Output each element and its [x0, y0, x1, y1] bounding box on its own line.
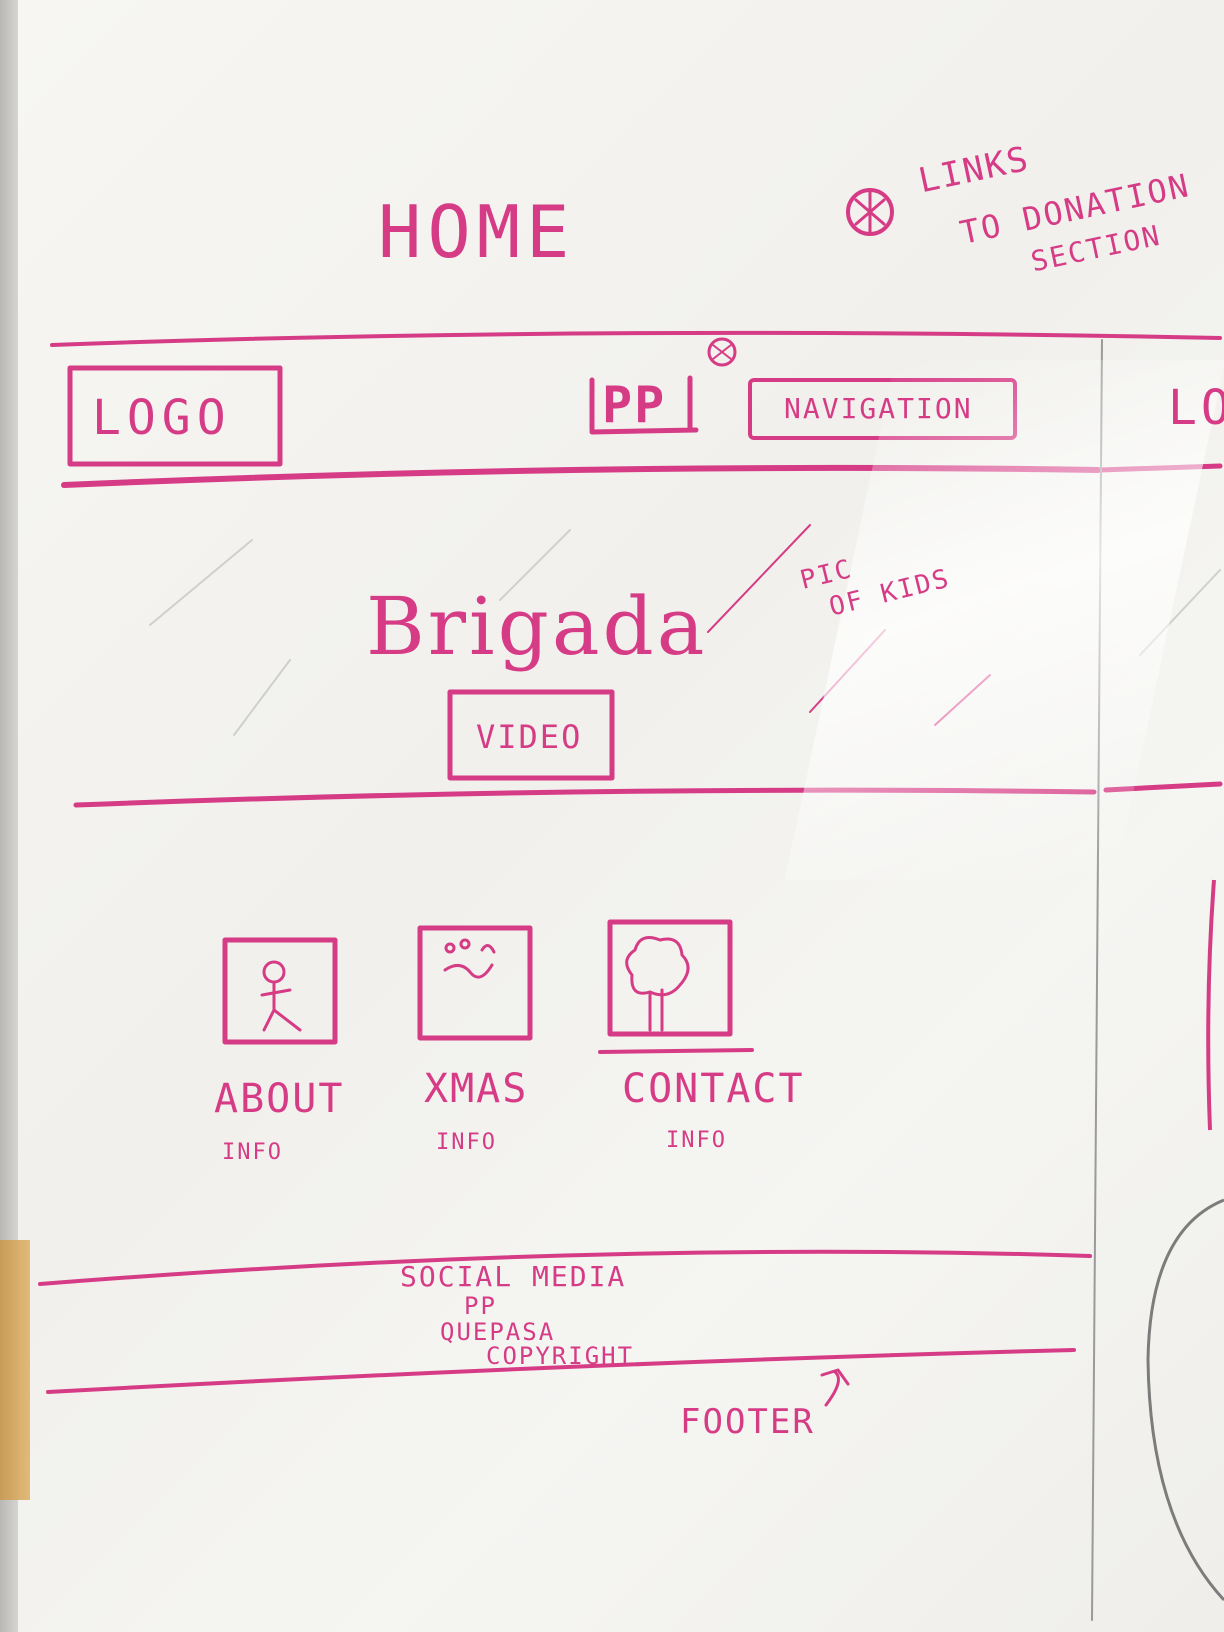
- logo-box: [67, 365, 283, 467]
- cable: [1146, 1198, 1224, 1602]
- xmas-scene-icon: [443, 938, 496, 979]
- logo-placeholder: LOGO: [92, 390, 232, 446]
- wooden-shelf: [0, 1240, 30, 1500]
- contact-info: INFO: [666, 1128, 727, 1153]
- navigation-placeholder[interactable]: NAVIGATION: [784, 392, 973, 425]
- whiteboard-frame: [0, 0, 18, 1632]
- hero-image-hatching: [149, 529, 1221, 736]
- footer-line-social-media: SOCIAL MEDIA: [400, 1260, 627, 1293]
- footer-line-pp: PP: [464, 1292, 497, 1320]
- contact-icon-box: [607, 919, 733, 1037]
- tree-icon: [625, 936, 690, 1032]
- footer-bottom-line: [46, 1348, 1076, 1394]
- hero-title: Brigada: [366, 580, 708, 673]
- xmas-info: INFO: [436, 1130, 497, 1155]
- video-button-box: [447, 689, 615, 781]
- footer-label: FOOTER: [680, 1402, 815, 1442]
- asterisk-marker-icon: [846, 188, 894, 236]
- footer-line-copyright: COPYRIGHT: [486, 1342, 635, 1370]
- about-info: INFO: [222, 1140, 283, 1165]
- video-button[interactable]: VIDEO: [476, 718, 583, 756]
- contact-label[interactable]: CONTACT: [622, 1066, 805, 1112]
- about-label[interactable]: ABOUT: [214, 1076, 345, 1122]
- page-title: HOME: [378, 190, 576, 274]
- cut-off-logo-placeholder: LO: [1168, 380, 1224, 436]
- pp-link[interactable]: PP: [602, 376, 667, 434]
- footer-top-line: [38, 1249, 1092, 1286]
- pp-box: [589, 375, 699, 435]
- stick-figure-icon: [260, 960, 302, 1032]
- xmas-label[interactable]: XMAS: [424, 1066, 529, 1112]
- header-top-line: [50, 330, 1222, 347]
- footer-line-quepasa: QUEPASA: [440, 1318, 556, 1346]
- about-icon-box: [222, 937, 338, 1045]
- footer-arrow-icon: [820, 1368, 850, 1407]
- xmas-icon-box: [417, 925, 533, 1041]
